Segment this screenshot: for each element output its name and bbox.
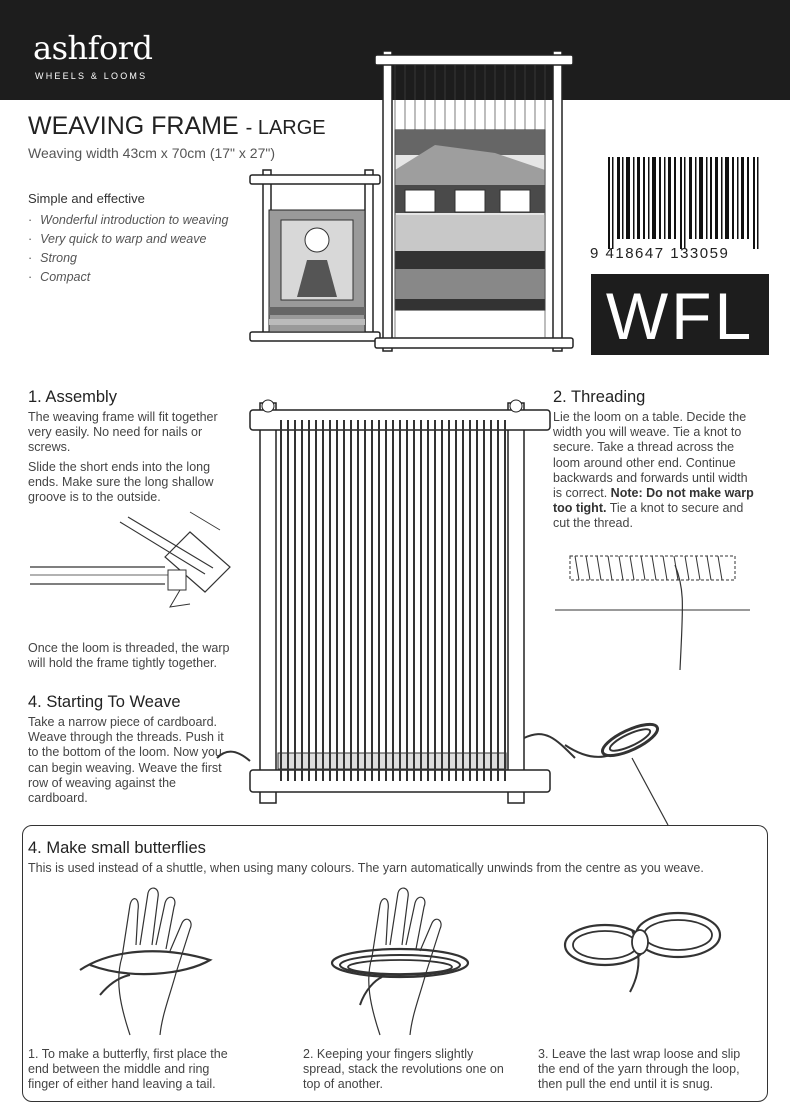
starting-text: Take a narrow piece of cardboard. Weave …: [28, 715, 224, 806]
thread-loop: [618, 555, 624, 581]
assembly-text-2: Slide the short ends into the long ends.…: [28, 460, 214, 505]
step-text: Keeping your fingers slightly spread, st…: [303, 1047, 504, 1092]
step-number: 3.: [538, 1047, 549, 1061]
threading-text: Lie the loom on a table. Decide the widt…: [553, 410, 758, 532]
thread-loop: [695, 555, 701, 581]
thread-loop: [629, 555, 635, 581]
assembly-text-3: Once the loom is threaded, the warp will…: [28, 641, 230, 671]
features-list: Wonderful introduction to weaving Very q…: [28, 211, 228, 287]
title-suffix: - LARGE: [245, 117, 326, 139]
feature-item: Compact: [28, 268, 228, 287]
barcode-number: 9 418647 133059: [590, 245, 730, 262]
threading-note: Note: Do not make warp too tight.: [553, 486, 754, 516]
feature-item: Very quick to warp and weave: [28, 230, 228, 249]
thread-loop: [574, 555, 580, 581]
thread-loops: [574, 555, 723, 581]
hand-illustration-2: [330, 887, 470, 1036]
barcode-graphic: [608, 157, 759, 249]
thread-loop: [640, 555, 646, 581]
yarn-butterfly-illustration: [564, 722, 669, 826]
product-illustration: [249, 50, 574, 352]
feature-item: Wonderful introduction to weaving: [28, 211, 228, 230]
page-title: WEAVING FRAME - LARGE: [28, 112, 326, 141]
thread-loop: [596, 555, 602, 581]
step-text: To make a butterfly, first place the end…: [28, 1047, 228, 1092]
thread-loop: [706, 555, 712, 581]
step-text: Leave the last wrap loose and slip the e…: [538, 1047, 741, 1092]
title-main: WEAVING FRAME: [28, 112, 239, 140]
hand-illustration-1: [79, 887, 213, 1036]
brand-tagline: WHEELS & LOOMS: [35, 71, 148, 81]
butterfly-finished-illustration: [563, 911, 722, 993]
butterflies-heading: 4. Make small butterflies: [28, 839, 206, 857]
brand-logo: ashford: [33, 29, 153, 67]
thread-loop: [684, 555, 690, 581]
butterfly-step-2: 2. Keeping your fingers slightly spread,…: [303, 1047, 508, 1093]
butterflies-intro: This is used instead of a shuttle, when …: [28, 861, 704, 875]
thread-loop: [717, 555, 723, 581]
loom-diagram: [216, 399, 576, 804]
thread-loop: [607, 555, 613, 581]
threading-text-main: Lie the loom on a table. Decide the widt…: [553, 410, 748, 501]
assembly-heading: 1. Assembly: [28, 388, 117, 406]
butterfly-step-1: 1. To make a butterfly, first place the …: [28, 1047, 243, 1093]
thread-loop: [651, 555, 657, 581]
product-code-badge: [591, 274, 769, 355]
step-number: 2.: [303, 1047, 314, 1061]
features-heading: Simple and effective: [28, 191, 145, 206]
threading-text-after: Tie a knot to secure and cut the thread.: [553, 501, 744, 531]
assembly-diagram: [30, 511, 231, 608]
butterfly-step-3: 3. Leave the last wrap loose and slip th…: [538, 1047, 753, 1093]
warp-threads: [280, 420, 506, 781]
step-number: 1.: [28, 1047, 39, 1061]
assembly-text-1: The weaving frame will fit together very…: [28, 410, 218, 455]
threading-diagram: [555, 555, 750, 671]
feature-item: Strong: [28, 249, 228, 268]
page-subtitle: Weaving width 43cm x 70cm (17" x 27"): [28, 145, 276, 161]
butterflies-panel: [22, 825, 768, 1102]
threading-heading: 2. Threading: [553, 388, 646, 406]
starting-heading: 4. Starting To Weave: [28, 693, 181, 711]
thread-loop: [662, 555, 668, 581]
thread-loop: [585, 555, 591, 581]
product-code: WFL: [605, 279, 755, 353]
